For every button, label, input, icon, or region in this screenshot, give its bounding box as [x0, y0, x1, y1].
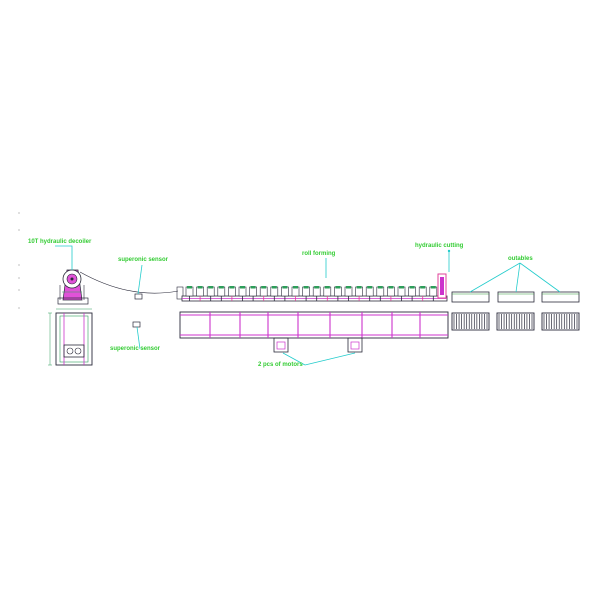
out-table-top-view [496, 312, 535, 331]
roller-stand [429, 286, 438, 301]
roller-stand [302, 286, 310, 301]
label-outables: outables [508, 256, 533, 262]
roller-stand [196, 286, 204, 301]
label-sensor-bottom: superonic sensor [110, 346, 161, 352]
roller-stand [355, 286, 363, 301]
decoiler-side-view [57, 269, 89, 305]
cutting-marker [447, 249, 451, 253]
label-decoiler: 10T hydraulic decoiler [28, 239, 92, 245]
out-table-3 [541, 291, 580, 303]
roller-stand [344, 286, 353, 301]
roller-stand [376, 286, 385, 301]
out-tables [451, 291, 580, 331]
roller-stand [217, 286, 226, 301]
roll-forming-side-view [176, 273, 448, 302]
roller-stand [249, 286, 257, 301]
roller-stand [334, 286, 342, 301]
roller-stand [365, 286, 374, 301]
out-table-2 [497, 291, 535, 303]
roller-stand [238, 286, 247, 301]
roller-stand [259, 286, 268, 301]
steel-strip [79, 271, 179, 294]
sensor-top-box [134, 293, 143, 300]
roller-stand [418, 286, 427, 301]
roller-stand [323, 286, 332, 301]
label-motors: 2 pcs of motors [258, 362, 303, 368]
roller-stand [281, 286, 289, 301]
roller-stand [291, 286, 300, 301]
decoiler-top-view [48, 308, 93, 366]
label-hydraulic-cutting: hydraulic cutting [415, 243, 464, 249]
roller-stand [185, 286, 194, 301]
roller-stand [408, 286, 416, 301]
roller-stand [397, 286, 406, 301]
label-sensor-top: superonic sensor [118, 257, 169, 263]
roller-stand [270, 286, 279, 301]
roller-stand [312, 286, 321, 301]
roll-forming-base-view [179, 311, 449, 353]
roller-stand [387, 286, 395, 301]
sensor-bottom-box [132, 321, 141, 328]
out-table-top-view [451, 312, 490, 331]
leader-lines [55, 245, 561, 366]
roller-stand [206, 286, 215, 301]
left-scale-ticks [18, 212, 20, 309]
out-table-1 [451, 291, 490, 303]
label-roll-forming: roll forming [302, 251, 336, 257]
roller-stand [228, 286, 236, 301]
out-table-top-view [541, 312, 580, 331]
